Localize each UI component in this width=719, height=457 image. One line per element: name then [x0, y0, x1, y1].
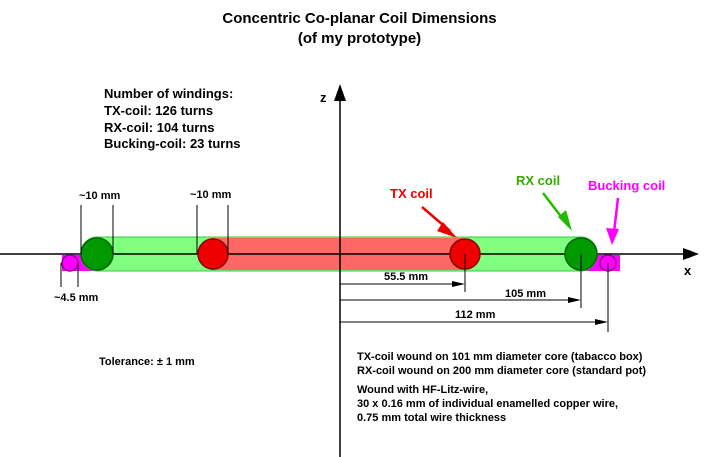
windings-bucking: Bucking-coil: 23 turns	[104, 136, 241, 151]
z-axis-label: z	[320, 90, 327, 105]
bucking-radius-arrowhead	[595, 319, 608, 325]
note-wire-1: Wound with HF-Litz-wire,	[357, 384, 489, 396]
note-wire-2: 30 x 0.16 mm of individual enamelled cop…	[357, 398, 619, 410]
diagram-title-line1: Concentric Co-planar Coil Dimensions	[222, 10, 497, 27]
windings-heading: Number of windings:	[104, 86, 234, 101]
tx-thickness-label: ~10 mm	[190, 189, 232, 201]
rx-thickness-label: ~10 mm	[79, 190, 121, 202]
tx-radius-arrowhead	[452, 281, 465, 287]
bucking-pointer-arrowhead	[606, 228, 619, 245]
x-axis-arrowhead	[683, 248, 699, 260]
tx-coil-label: TX coil	[390, 186, 433, 201]
bucking-thickness-label: ~4.5 mm	[54, 292, 99, 304]
bucking-radius-label: 112 mm	[455, 309, 496, 321]
z-axis-arrowhead	[334, 84, 346, 101]
windings-rx: RX-coil: 104 turns	[104, 120, 215, 135]
rx-radius-arrowhead	[568, 297, 581, 303]
tolerance-note: Tolerance: ± 1 mm	[99, 356, 195, 368]
rx-radius-label: 105 mm	[505, 288, 546, 300]
diagram-title-line2: (of my prototype)	[297, 30, 422, 47]
windings-tx: TX-coil: 126 turns	[104, 103, 214, 118]
note-tx-core: TX-coil wound on 101 mm diameter core (t…	[357, 351, 643, 363]
rx-coil-label: RX coil	[516, 173, 561, 188]
note-rx-core: RX-coil wound on 200 mm diameter core (s…	[357, 365, 647, 377]
tx-radius-label: 55.5 mm	[384, 271, 429, 283]
tx-pointer-arrowhead	[437, 222, 457, 238]
bucking-coil-label: Bucking coil	[588, 178, 666, 193]
bucking-coil-left	[61, 254, 79, 272]
tx-coil-left	[197, 238, 229, 270]
rx-pointer-arrowhead	[558, 210, 572, 231]
rx-coil-left	[80, 237, 114, 271]
note-wire-3: 0.75 mm total wire thickness	[357, 412, 507, 424]
x-axis-label: x	[684, 263, 692, 278]
bucking-pointer-line	[612, 197, 620, 233]
